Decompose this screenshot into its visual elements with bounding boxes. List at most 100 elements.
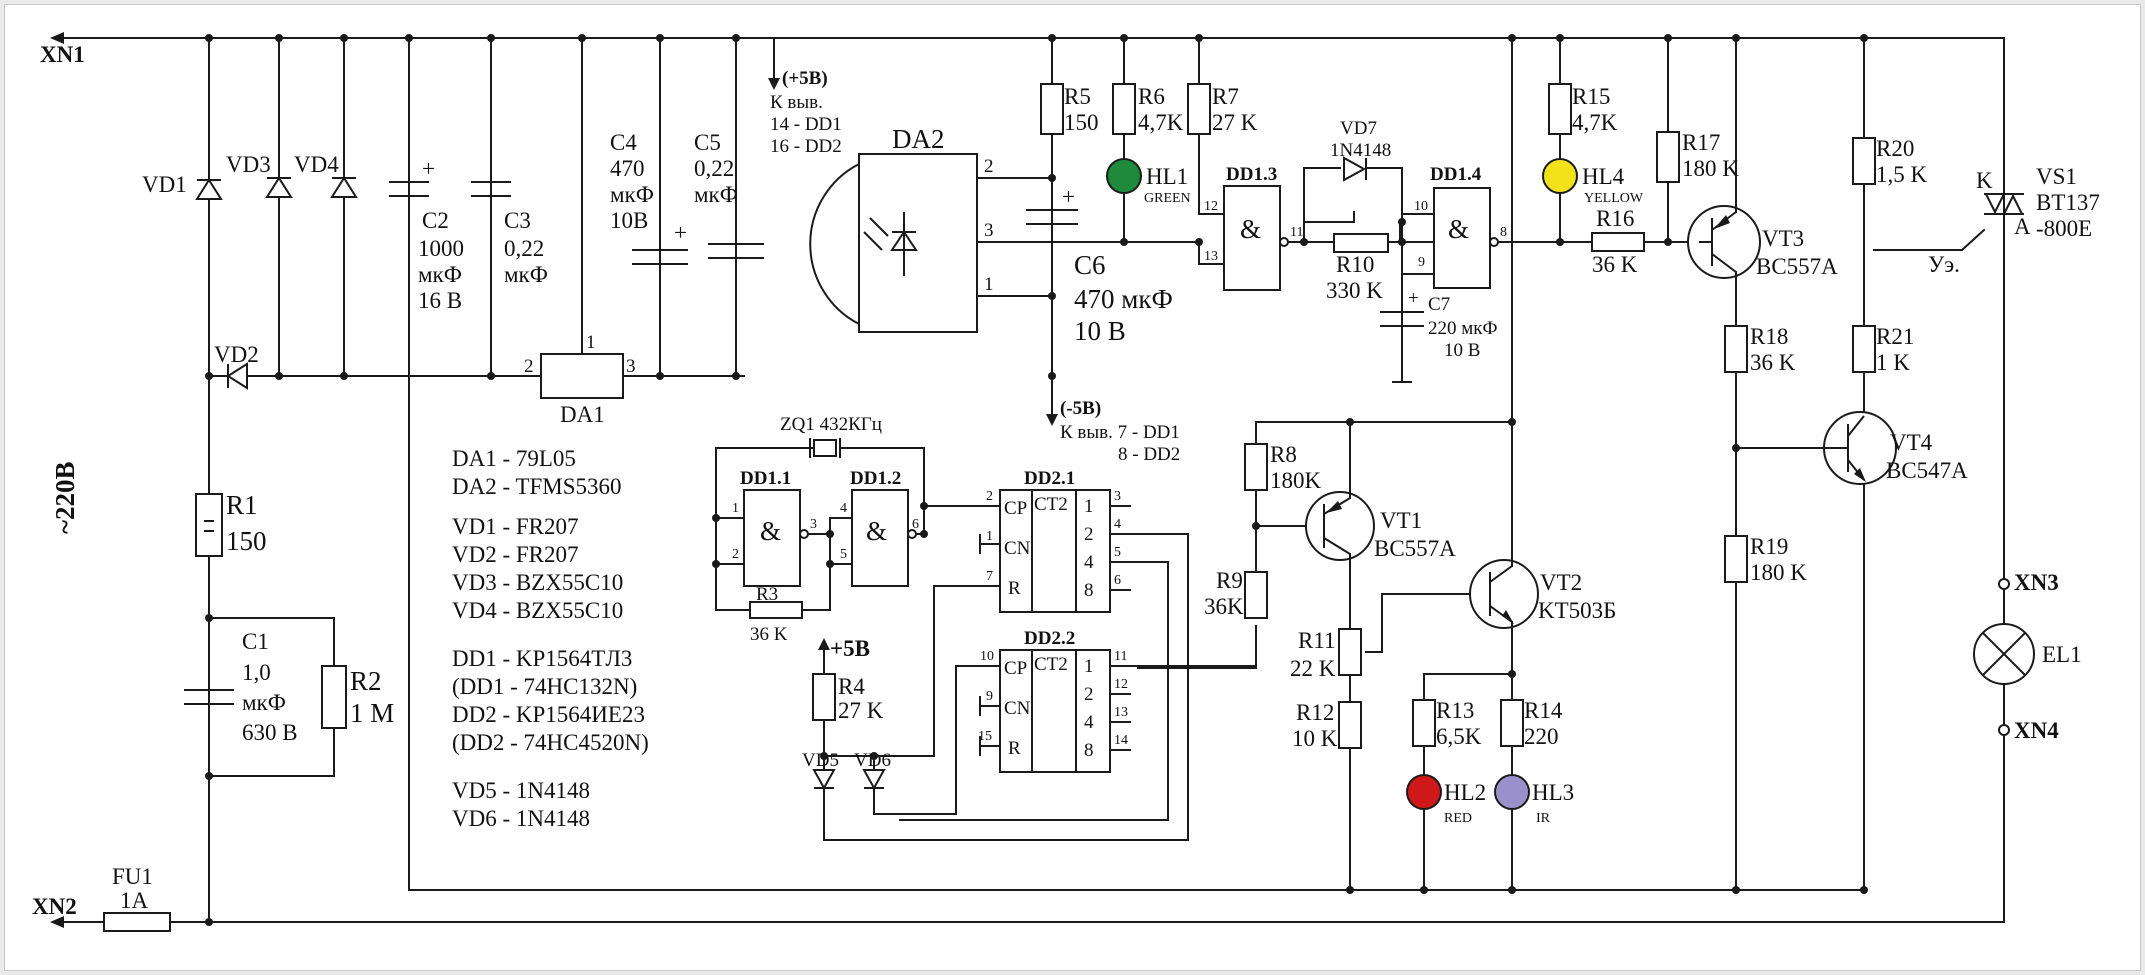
dd1-1-pin3: 3 — [810, 517, 817, 532]
vs1-type: BT137 — [2036, 190, 2100, 215]
r3-ref: R3 — [756, 584, 778, 605]
xn2-label: XN2 — [32, 894, 77, 919]
dd2-1-pin6: 6 — [1114, 573, 1121, 588]
parts-list-line: VD3 - BZX55C10 — [452, 570, 623, 595]
c6-line2: 10 В — [1074, 316, 1126, 346]
r2-value: 1 M — [350, 698, 394, 728]
parts-list-line: VD6 - 1N4148 — [452, 806, 590, 831]
hl2-color: RED — [1444, 811, 1472, 826]
dd1-1-pin2: 2 — [732, 547, 739, 562]
junction-dot — [1732, 34, 1740, 42]
c7: + C7 220 мкФ 10 В — [1380, 273, 1498, 383]
r11-ref: R11 — [1298, 628, 1336, 653]
hl4-ref: HL4 — [1582, 164, 1625, 189]
xn1-label: XN1 — [40, 42, 85, 67]
hl3-led — [1494, 774, 1530, 810]
dd1-1-label: DD1.1 — [740, 468, 791, 489]
plus5-note-4: 16 - DD2 — [770, 136, 842, 157]
junction-dot — [1664, 34, 1672, 42]
r3-value: 36 K — [750, 624, 788, 645]
dd1-3-label: DD1.3 — [1226, 164, 1277, 185]
hl2-led — [1406, 774, 1442, 810]
dd1-4-label: DD1.4 — [1430, 164, 1482, 185]
junction-dot — [340, 34, 348, 42]
parts-list-line: VD4 - BZX55C10 — [452, 598, 623, 623]
fu1: FU1 1A — [103, 864, 171, 932]
dd2-2-pin9: 9 — [986, 689, 993, 704]
vs1: K A Уэ. VS1 BT137 -800E — [1873, 164, 2100, 277]
vd3-label: VD3 — [226, 152, 271, 177]
c1-ref: C1 — [242, 629, 269, 654]
vd2: VD2 — [208, 342, 745, 390]
vd2-label: VD2 — [214, 342, 259, 367]
dd1-3-pin11: 11 — [1290, 225, 1303, 240]
r13-value: 6,5K — [1436, 724, 1482, 749]
junction-dot — [1120, 34, 1128, 42]
junction-dot — [1732, 444, 1740, 452]
da2-label: DA2 — [892, 124, 945, 154]
dd1-4-pin9: 9 — [1418, 255, 1425, 270]
r20-r21-vt4: R20 1,5 K R21 1 K VT4 BC547A — [1823, 136, 1968, 485]
vt3-type: BC557A — [1756, 254, 1838, 279]
vd1-label: VD1 — [142, 172, 187, 197]
dd2-1-label: DD2.1 — [1024, 468, 1075, 489]
r15-value: 4,7K — [1572, 110, 1618, 135]
dd2-2-cn: CN — [1004, 698, 1031, 719]
vd7-ref: VD7 — [1340, 118, 1377, 139]
r14-value: 220 — [1524, 724, 1559, 749]
parts-list-line: (DD2 - 74HC4520N) — [452, 730, 649, 755]
r9-ref: R9 — [1216, 568, 1243, 593]
c5-ref: C5 — [694, 130, 721, 155]
dd1-3-pin13: 13 — [1204, 249, 1218, 264]
el1-label: EL1 — [2042, 642, 2082, 667]
da1-pin2: 2 — [524, 356, 534, 377]
dd1-2-pin6: 6 — [912, 517, 919, 532]
dd2-2-pin12: 12 — [1114, 677, 1128, 692]
junction-dot — [405, 34, 413, 42]
junction-dot — [1346, 418, 1354, 426]
parts-list-line: DA2 - TFMS5360 — [452, 474, 622, 499]
da2-pin3: 3 — [984, 220, 994, 241]
c5: C5 0,22 мкФ — [694, 37, 764, 377]
vs1-ue: Уэ. — [1928, 252, 1960, 277]
c2: + C2 1000 мкФ 16 В — [389, 156, 464, 313]
dd2-2-label: DD2.2 — [1024, 628, 1075, 649]
dd1-2-label: DD1.2 — [850, 468, 901, 489]
junction-dot — [205, 372, 213, 380]
junction-dot — [205, 772, 213, 780]
r1-ref: R1 — [226, 490, 258, 520]
parts-list: DA1 - 79L05 DA2 - TFMS5360 VD1 - FR207 V… — [452, 446, 649, 831]
plus5-note-3: 14 - DD1 — [770, 114, 842, 135]
dd2-2-out4: 4 — [1084, 712, 1094, 733]
r15-hl4-r16: R15 4,7K HL4 YELLOW R16 36 K — [1497, 37, 1701, 277]
dd2-1-out1: 1 — [1084, 496, 1094, 517]
junction-dot — [712, 514, 720, 522]
r13-ref: R13 — [1436, 698, 1474, 723]
dd1-4-pin8: 8 — [1500, 225, 1507, 240]
r16-value: 36 K — [1592, 252, 1638, 277]
parts-list-line: DA1 - 79L05 — [452, 446, 576, 471]
junction-dot — [826, 560, 834, 568]
junction-dot — [1732, 886, 1740, 894]
junction-dot — [870, 752, 878, 760]
dd1-4-pin10: 10 — [1414, 199, 1428, 214]
vs1-a: A — [2014, 214, 2031, 239]
r5-c6: + R5 150 C6 470 мкФ 10 В — [1026, 37, 1173, 426]
r6-value: 4,7K — [1138, 110, 1184, 135]
c3-line1: 0,22 — [504, 236, 544, 261]
r1-value: 150 — [226, 526, 267, 556]
da1-label: DA1 — [560, 402, 605, 427]
r17-value: 180 K — [1682, 156, 1739, 181]
dd2-2-out1: 1 — [1084, 656, 1094, 677]
minus5-note-3: 8 - DD2 — [1118, 444, 1180, 465]
svg-text:+: + — [422, 156, 435, 181]
dd1-1-pin1: 1 — [732, 501, 739, 516]
da1: 1 2 3 DA1 — [524, 37, 636, 427]
parts-list-line: VD1 - FR207 — [452, 514, 579, 539]
dd2-1-pin5: 5 — [1114, 545, 1121, 560]
vt4-type: BC547A — [1886, 458, 1968, 483]
dd2-2-pin11: 11 — [1114, 649, 1127, 664]
svg-text:+: + — [1408, 288, 1419, 309]
junction-dot — [920, 502, 928, 510]
hl1-ref: HL1 — [1146, 164, 1188, 189]
